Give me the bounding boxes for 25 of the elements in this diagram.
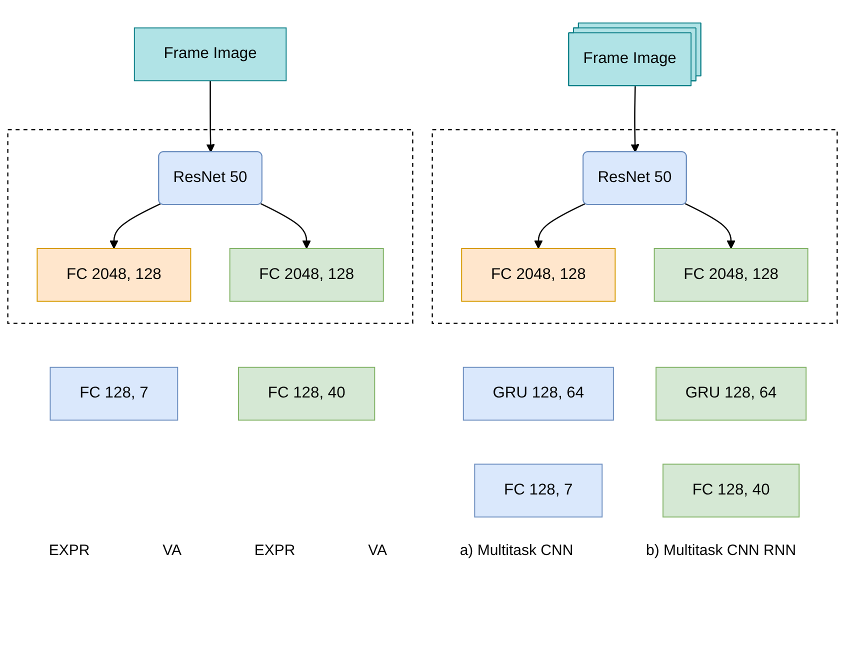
caption-text: b) Multitask CNN RNN [645, 541, 798, 561]
cluster [7, 129, 414, 324]
arrow [206, 80, 215, 153]
caption-text: VA [367, 541, 388, 561]
arrow [260, 203, 311, 249]
caption-text: a) Multitask CNN [458, 541, 574, 561]
node-box: FC 128, 40 [238, 366, 376, 421]
arrow [684, 203, 736, 249]
arrow [630, 86, 640, 153]
caption-text: VA [162, 541, 183, 561]
caption-text: EXPR [253, 541, 296, 561]
node-box: FC 2048, 128 [36, 248, 192, 302]
node-box: FC 128, 40 [662, 464, 800, 518]
node-box: Frame Image [134, 27, 287, 82]
node-box: FC 2048, 128 [461, 248, 616, 302]
arrow [534, 203, 586, 249]
node-box: GRU 128, 64 [656, 366, 807, 421]
node-box: GRU 128, 64 [462, 366, 614, 421]
node-box: FC 2048, 128 [229, 248, 384, 302]
caption-text: EXPR [48, 541, 91, 561]
node-box: FC 128, 7 [50, 366, 178, 421]
node-box: FC 2048, 128 [654, 248, 808, 302]
arrow [110, 203, 161, 249]
cluster [432, 129, 838, 324]
node-box: FC 128, 7 [474, 464, 603, 518]
